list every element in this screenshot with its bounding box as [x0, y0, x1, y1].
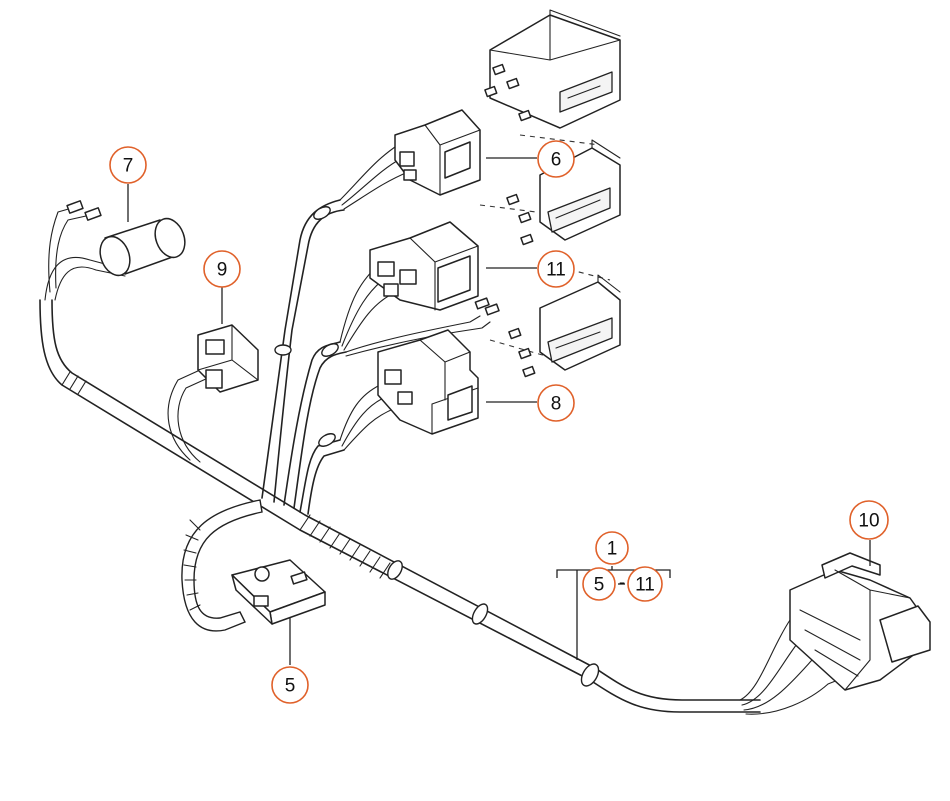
callout-9-label: 9 [217, 260, 228, 281]
switch-bottom [489, 261, 621, 378]
main-harness-trunk [39, 299, 761, 713]
branch-to-connector-9 [167, 324, 259, 463]
callout-5: 5 [271, 666, 309, 704]
callout-11-upper-label: 11 [546, 260, 566, 281]
connector-11-body [369, 221, 500, 316]
callout-1: 1 [595, 531, 629, 565]
callout-5-range-start: 5 [582, 567, 616, 601]
callout-10-label: 10 [858, 511, 879, 532]
range-dash: - [619, 573, 625, 594]
branch-to-connectors-6-11-8 [261, 144, 491, 515]
callout-6: 6 [537, 140, 575, 178]
connector-7-body [99, 217, 186, 277]
connector-8-body [377, 329, 479, 435]
switch-top [484, 9, 621, 129]
branch-to-connector-5 [181, 499, 326, 632]
callout-11-range-end-label: 11 [635, 575, 655, 596]
callout-7: 7 [109, 146, 147, 184]
callout-5-range-start-label: 5 [594, 575, 605, 596]
callout-7-label: 7 [123, 156, 134, 177]
callout-9: 9 [203, 250, 241, 288]
callout-11-range-end: 11 [627, 566, 663, 602]
callout-6-label: 6 [551, 150, 562, 171]
connector-6-body [394, 109, 481, 196]
callout-8-label: 8 [551, 394, 562, 415]
callout-5-label: 5 [285, 676, 296, 697]
branch-to-connector-7 [44, 200, 186, 301]
leader-lines [127, 157, 871, 665]
callout-8: 8 [537, 384, 575, 422]
callout-1-label: 1 [607, 539, 618, 560]
connector-9-body [197, 324, 259, 393]
callout-10: 10 [849, 500, 889, 540]
connector-10-body [739, 552, 931, 715]
callout-11-upper: 11 [537, 250, 575, 288]
connector-5-body [231, 559, 326, 625]
